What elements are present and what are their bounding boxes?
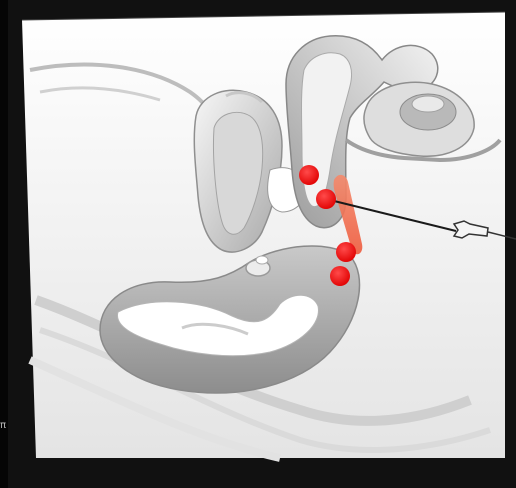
red-dot-icon — [336, 242, 356, 262]
red-dot-icon — [316, 189, 336, 209]
corner-mark: π — [0, 420, 10, 446]
red-dot-icon — [330, 266, 350, 286]
red-dot-icon — [299, 165, 319, 185]
